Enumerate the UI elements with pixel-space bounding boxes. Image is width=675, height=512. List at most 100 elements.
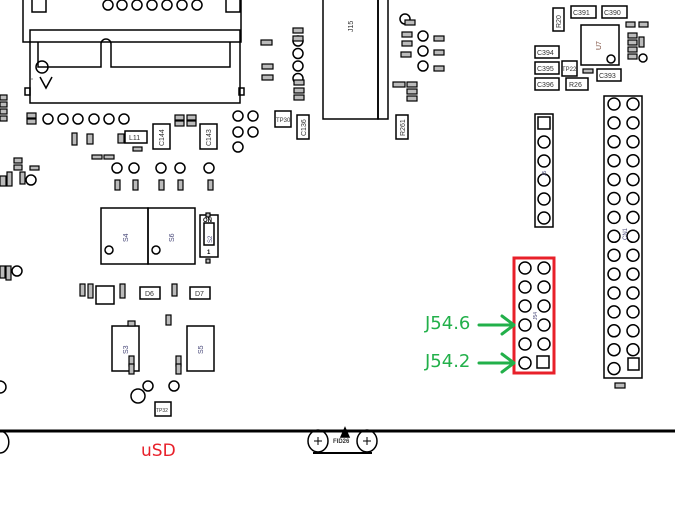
small-part-group <box>0 19 649 389</box>
cn1-pin <box>607 191 621 206</box>
label-c390: C390 <box>604 10 621 17</box>
label-d6: D6 <box>145 291 154 298</box>
smd-part <box>26 118 37 125</box>
label-r20: R20 <box>556 15 563 28</box>
pin1-marker <box>35 60 49 74</box>
smd-part <box>627 32 638 39</box>
label-s3: S3 <box>123 345 130 354</box>
label-j15: J15 <box>348 21 355 32</box>
l11-box <box>124 130 148 144</box>
pad-circle <box>102 0 114 11</box>
cn1-pin <box>626 342 640 357</box>
pad-circle <box>232 141 244 153</box>
smd-part <box>627 46 638 53</box>
smd-part <box>117 133 125 144</box>
pad-circle <box>146 0 158 11</box>
label-l11: L11 <box>129 135 140 142</box>
pad-circle <box>118 113 130 125</box>
cn1-pin <box>607 229 621 244</box>
label-s2-on: ON <box>203 218 212 224</box>
pad-circle <box>111 162 123 174</box>
cn1-pin <box>607 248 621 262</box>
pad-circle <box>72 113 84 125</box>
smd-part <box>392 81 406 88</box>
pad-circle <box>232 126 244 138</box>
s3-switch <box>111 325 140 372</box>
pad-circle <box>128 162 140 174</box>
arrow-j54-2 <box>477 352 516 374</box>
smd-part <box>71 132 78 146</box>
cn1-pin <box>607 361 621 376</box>
label-c143: C143 <box>206 129 213 146</box>
smd-part <box>627 53 638 60</box>
smd-part <box>292 27 304 34</box>
smd-part <box>0 94 8 101</box>
s5-switch <box>186 325 215 372</box>
smd-part <box>638 36 645 48</box>
smd-part <box>186 114 197 121</box>
pad-circle <box>292 60 304 72</box>
c393-box <box>596 68 622 82</box>
label-j5: J5 <box>542 171 548 177</box>
cn1-connector <box>603 95 643 379</box>
cn1-pin <box>626 116 640 130</box>
smd-part <box>638 21 649 28</box>
smd-part <box>406 81 418 88</box>
cn1-pin <box>607 153 621 168</box>
smd-part <box>186 120 197 127</box>
pad-circle <box>42 113 54 125</box>
smd-part <box>261 74 274 81</box>
cn1-pin <box>607 97 621 111</box>
smd-part <box>433 49 445 56</box>
smd-part <box>91 154 103 160</box>
j54-pin <box>537 299 551 313</box>
c143-box <box>199 123 218 150</box>
smd-part <box>400 51 412 58</box>
j5-pin <box>537 135 551 149</box>
smd-part <box>103 154 115 160</box>
label-s2-one: 1 <box>207 250 211 256</box>
smd-part <box>132 179 139 191</box>
smd-part <box>261 63 274 70</box>
d7-box <box>189 286 211 300</box>
smd-part <box>406 88 418 95</box>
j54-pin <box>518 318 532 332</box>
smd-part <box>174 114 185 121</box>
pad-circle <box>103 113 115 125</box>
pad-circle <box>11 265 23 277</box>
smd-part <box>401 40 413 47</box>
cn1-pin <box>626 248 640 262</box>
smd-part <box>0 265 6 279</box>
smd-part <box>627 39 638 46</box>
cn1-pin <box>626 210 640 225</box>
label-s2: S2 <box>208 235 214 243</box>
label-s6: S6 <box>169 233 176 242</box>
cn1-pin <box>626 172 640 187</box>
cn1-pin <box>607 210 621 225</box>
label-group: C391 C390 C394 C395 C396 C393 R26 R20 U7… <box>123 10 629 445</box>
cn1-pin <box>607 342 621 357</box>
cn1-pin <box>607 305 621 319</box>
smd-part <box>13 157 23 164</box>
smd-part <box>0 115 8 122</box>
cn1-pin <box>626 305 640 319</box>
fid26-mount <box>307 426 378 454</box>
j15-connector <box>322 0 389 120</box>
label-u7: U7 <box>596 41 603 50</box>
c394-box <box>534 45 560 59</box>
cn1-pin <box>626 286 640 300</box>
pad-circle <box>116 0 128 11</box>
tp22-box <box>561 60 578 77</box>
smd-part <box>614 382 626 389</box>
j54-pin <box>518 299 532 313</box>
label-s4: S4 <box>123 233 130 242</box>
tp32-box <box>154 401 172 417</box>
smd-part <box>433 65 445 72</box>
pad-circle <box>203 162 215 174</box>
pad-circle <box>247 126 259 138</box>
smd-part <box>86 133 94 145</box>
s6-switch <box>147 207 196 265</box>
u7-chip <box>580 24 620 66</box>
smd-part <box>13 164 23 171</box>
